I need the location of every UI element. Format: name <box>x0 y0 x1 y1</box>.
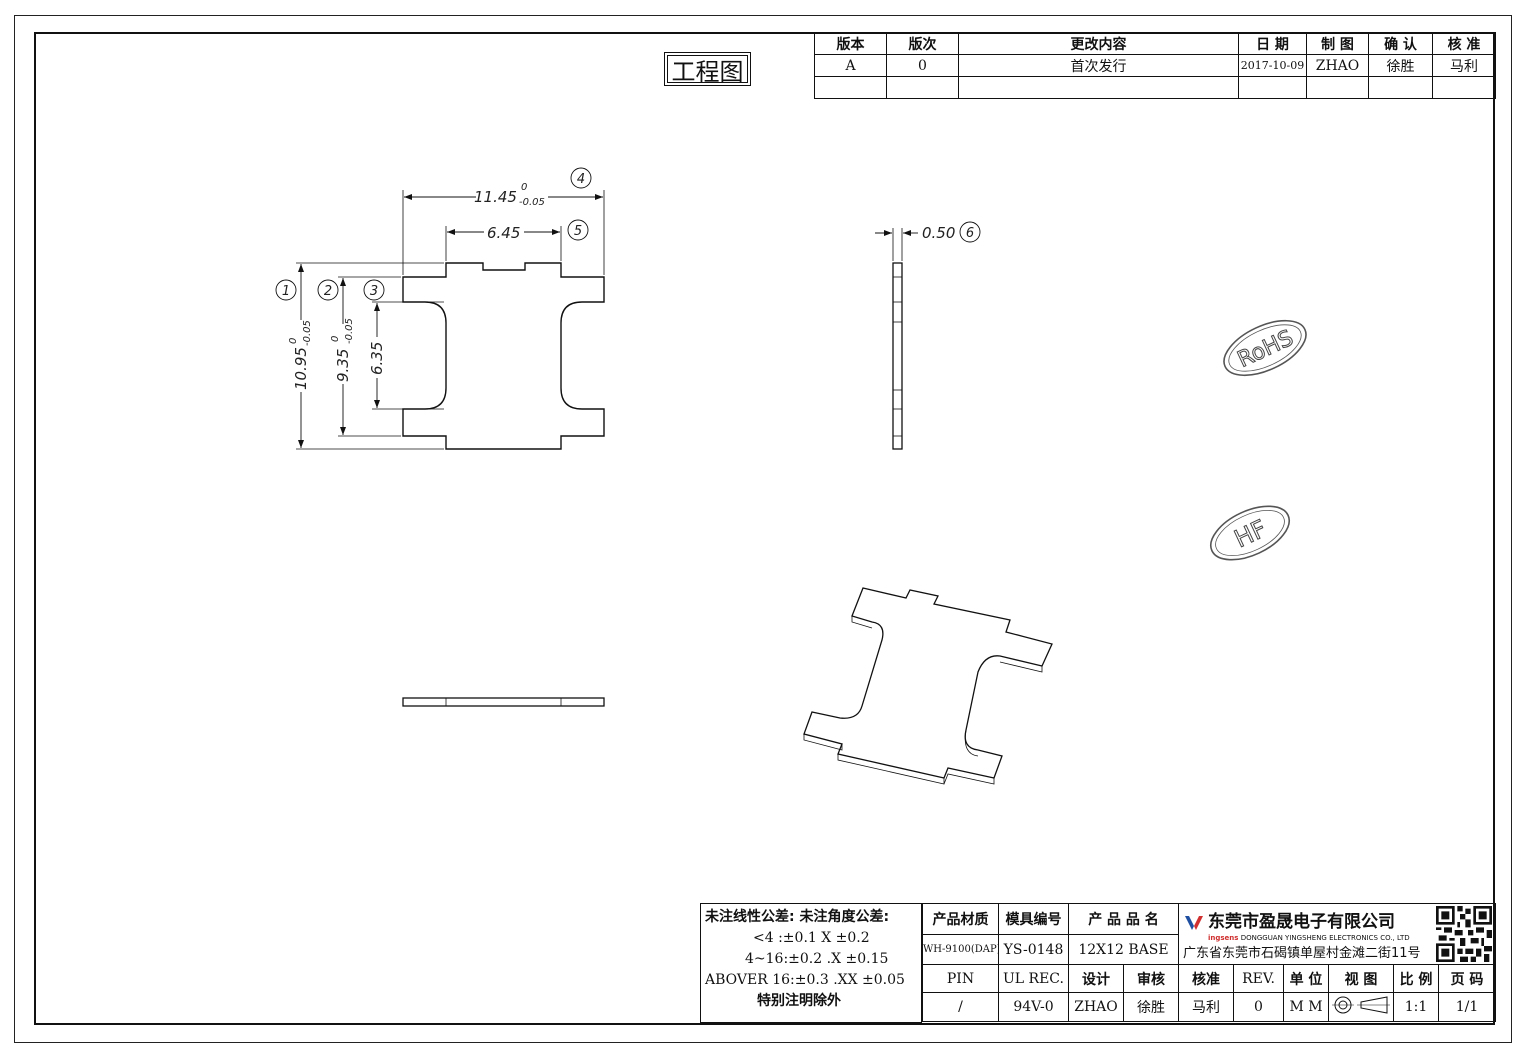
tolerance-heading: 未注线性公差: 未注角度公差: <box>705 909 890 925</box>
tolerance-line: 4~16:±0.2 .X ±0.15 <box>745 951 889 967</box>
page-label: 页 码 <box>1437 964 1497 993</box>
balloon-1 <box>275 279 297 301</box>
unit-label: 单 位 <box>1283 964 1329 993</box>
rev-cell: 首次发行 <box>958 54 1239 77</box>
balloon-5-label: 5 <box>574 224 582 239</box>
rev-header-version: 版本 <box>814 32 887 55</box>
balloon-3 <box>363 279 385 301</box>
review-value: 徐胜 <box>1123 992 1179 1022</box>
company-logo-icon <box>1185 916 1203 930</box>
dim-11-45-value: 11.45 <box>474 188 517 206</box>
rev-header-change: 更改内容 <box>958 32 1239 55</box>
balloon-1-label: 1 <box>282 284 290 299</box>
rev-cell: 徐胜 <box>1368 54 1433 77</box>
rev-label: REV. <box>1233 964 1284 993</box>
rev-cell <box>1432 76 1496 99</box>
product-name-value: 12X12 BASE <box>1068 934 1179 965</box>
tolerance-note: 未注线性公差: 未注角度公差: <4 :±0.1 X ±0.2 4~16:±0.… <box>700 903 922 1023</box>
company-address: 广东省东莞市石碣镇单屋村金滩二街11号 <box>1183 946 1421 961</box>
dim-11-45-tol-upper: 0 <box>521 182 527 193</box>
company-cell: 东莞市盈晟电子有限公司 ingsens DONGGUAN YINGSHENG E… <box>1177 903 1497 965</box>
company-name-en: DONGGUAN YINGSHENG ELECTRONICS CO., LTD <box>1240 934 1410 942</box>
isometric-view <box>803 587 1053 785</box>
dim-6-35-value: 6.35 <box>368 342 386 375</box>
rev-cell: 马利 <box>1432 54 1496 77</box>
pin-value: / <box>922 992 999 1022</box>
side-view <box>875 228 918 450</box>
balloon-6 <box>959 221 981 243</box>
dim-10-95-tol-upper: 0 <box>288 338 299 344</box>
balloon-callouts <box>275 167 981 301</box>
scale-value: 1:1 <box>1393 992 1439 1022</box>
revision-row: A 0 首次发行 2017-10-09 ZHAO 徐胜 马利 <box>814 54 1496 77</box>
page-value: 1/1 <box>1437 992 1497 1022</box>
dim-9-35-tol-upper: 0 <box>330 336 341 342</box>
dimension-lines <box>298 194 603 448</box>
title-stamp: 工程图 <box>664 52 751 86</box>
view-label: 视 图 <box>1328 964 1394 993</box>
hf-mark: HF <box>1210 505 1290 561</box>
ul-rec-label: UL REC. <box>998 964 1069 993</box>
balloon-3-label: 3 <box>370 284 378 299</box>
material-value: WH-9100(DAP) <box>922 934 999 965</box>
dim-0-50-value: 0.50 <box>922 224 955 242</box>
bottom-view <box>402 697 605 707</box>
tolerance-footnote: 特别注明除外 <box>757 993 841 1009</box>
balloon-4 <box>570 167 592 189</box>
unit-value: M M <box>1283 992 1329 1022</box>
mold-no-label: 模具编号 <box>998 903 1069 935</box>
scale-label: 比 例 <box>1393 964 1439 993</box>
qr-code-icon <box>1436 906 1493 962</box>
rohs-text: RoHS <box>1234 326 1297 373</box>
rev-header-approve: 核 准 <box>1432 32 1496 55</box>
third-angle-projection-icon <box>1332 996 1390 1014</box>
tolerance-line: ABOVER 16:±0.3 .XX ±0.05 <box>705 972 905 988</box>
dim-9-35-tol-lower: -0.05 <box>344 318 355 344</box>
logo-text: ingsens <box>1208 934 1239 942</box>
mold-no-value: YS-0148 <box>998 934 1069 965</box>
rev-cell: ZHAO <box>1306 54 1369 77</box>
ul-rec-value: 94V-0 <box>998 992 1069 1022</box>
product-name-label: 产 品 品 名 <box>1068 903 1179 935</box>
revision-row <box>814 76 1496 99</box>
company-name-cn: 东莞市盈晟电子有限公司 <box>1208 912 1395 932</box>
approve-value: 马利 <box>1178 992 1234 1022</box>
balloon-2-label: 2 <box>324 284 332 299</box>
approve-label: 核准 <box>1178 964 1234 993</box>
outer-border <box>14 15 1512 1043</box>
rev-cell: 2017-10-09 <box>1238 54 1307 77</box>
drawing-frame <box>34 32 1495 1025</box>
dim-11-45-tol-lower: -0.05 <box>519 197 545 208</box>
title-block: 产品材质 模具编号 产 品 品 名 东莞市盈晟电子有限公司 ingsens DO… <box>922 903 1497 1022</box>
extension-lines <box>296 190 605 450</box>
front-view-outline <box>402 262 605 450</box>
dim-10-95-tol-lower: -0.05 <box>302 320 313 346</box>
balloon-2 <box>317 279 339 301</box>
tolerance-line: <4 :±0.1 X ±0.2 <box>753 930 870 946</box>
material-label: 产品材质 <box>922 903 999 935</box>
balloon-6-label: 6 <box>966 226 974 241</box>
dim-10-95-value: 10.95 <box>292 347 310 390</box>
design-value: ZHAO <box>1068 992 1124 1022</box>
review-label: 审核 <box>1123 964 1179 993</box>
pin-label: PIN <box>922 964 999 993</box>
rev-header-drawn: 制 图 <box>1306 32 1369 55</box>
dim-9-35-value: 9.35 <box>334 349 352 382</box>
revision-table: 版本 版次 更改内容 日 期 制 图 确 认 核 准 A 0 首次发行 2017… <box>814 32 1496 99</box>
projection-symbol-cell <box>1328 992 1394 1022</box>
design-label: 设计 <box>1068 964 1124 993</box>
rohs-mark: RoHS <box>1223 319 1307 377</box>
rev-value: 0 <box>1233 992 1284 1022</box>
balloon-5 <box>567 219 589 241</box>
dim-6-45-value: 6.45 <box>487 224 520 242</box>
balloon-4-label: 4 <box>577 172 585 187</box>
revision-header-row: 版本 版次 更改内容 日 期 制 图 确 认 核 准 <box>814 32 1496 55</box>
